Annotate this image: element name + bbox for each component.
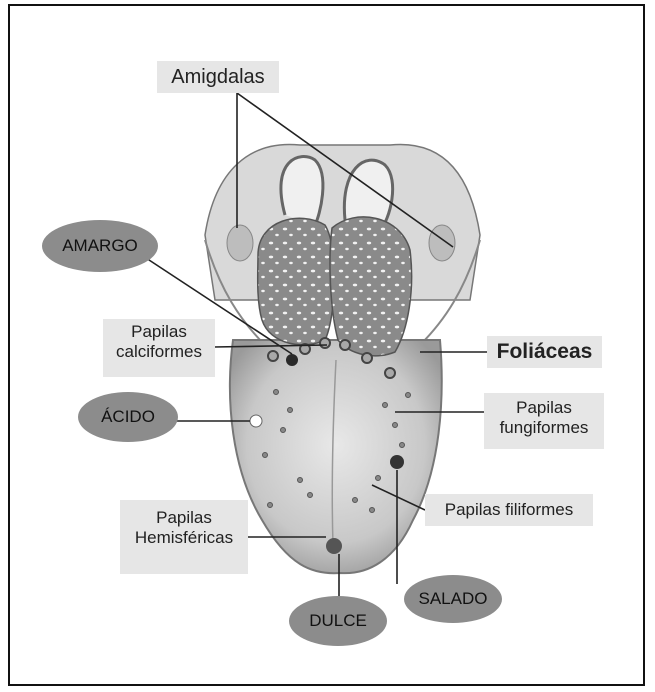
label-foliaceas: Foliáceas [487, 336, 602, 368]
lingual-tonsil-left [258, 218, 335, 345]
taste-dulce: DULCE [289, 596, 387, 646]
label-papilas-hemisfericas-line1: Papilas [120, 508, 248, 528]
tonsil-left [227, 225, 253, 261]
label-papilas-filiformes: Papilas filiformes [425, 494, 593, 526]
label-amigdalas: Amigdalas [157, 61, 279, 93]
bitter-marker [286, 354, 298, 366]
lingual-tonsil-right [330, 217, 412, 356]
label-papilas-fungiformes-line1: Papilas [484, 398, 604, 418]
taste-amargo: AMARGO [42, 220, 158, 272]
tonsil-right [429, 225, 455, 261]
label-papilas-fungiformes-line2: fungiformes [484, 418, 604, 438]
epiglottis-left-loop [281, 157, 323, 225]
label-papilas-calciformes-line2: calciformes [103, 342, 215, 362]
label-papilas-hemisfericas: Papilas Hemisféricas [120, 500, 248, 574]
sour-marker [250, 415, 262, 427]
label-papilas-hemisfericas-line2: Hemisféricas [120, 528, 248, 548]
label-papilas-calciformes: Papilas calciformes [103, 319, 215, 377]
label-papilas-fungiformes: Papilas fungiformes [484, 393, 604, 449]
label-papilas-calciformes-line1: Papilas [103, 322, 215, 342]
taste-acido: ÁCIDO [78, 392, 178, 442]
sweet-marker [326, 538, 342, 554]
taste-salado: SALADO [404, 575, 502, 623]
salty-marker [390, 455, 404, 469]
